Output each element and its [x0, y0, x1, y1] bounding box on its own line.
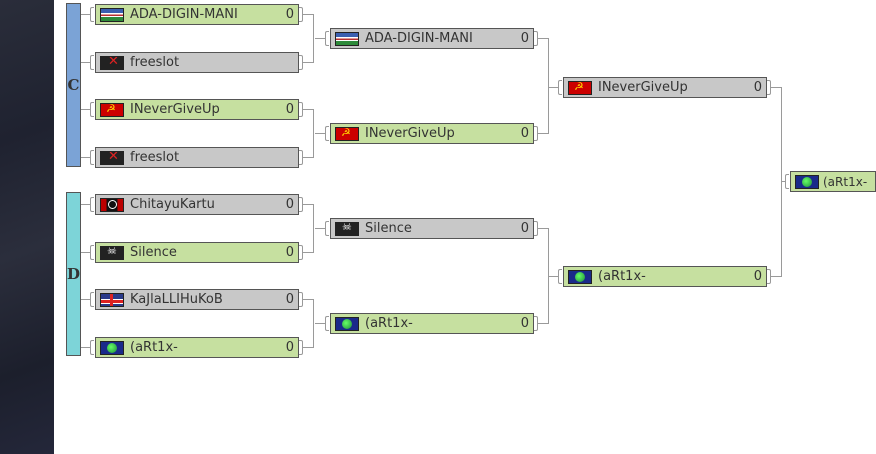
bracket-slot[interactable]: ☭ INeverGiveUp 0: [95, 99, 299, 120]
slot-right-bracket: [534, 126, 538, 141]
kenya-like-flag-icon: [335, 31, 359, 46]
slot-left-bracket: [90, 55, 94, 70]
pirate-flag-icon: ☠: [100, 245, 124, 260]
player-name: (aRt1x-: [598, 269, 646, 284]
player-name: ChitayuKartu: [130, 197, 215, 212]
player-score: 0: [520, 31, 529, 46]
ussr-flag-icon: ☭: [568, 80, 592, 95]
bracket-slot[interactable]: ChitayuKartu 0: [95, 194, 299, 215]
player-score: 0: [285, 7, 294, 22]
slot-left-bracket: [325, 126, 329, 141]
slot-right-bracket: [299, 245, 303, 260]
player-name: Silence: [130, 245, 177, 260]
player-score: 0: [520, 316, 529, 331]
background-image: [0, 0, 54, 454]
player-score: 0: [285, 245, 294, 260]
bracket-slot[interactable]: KaJlaLLIHuKoB 0: [95, 289, 299, 310]
slot-left-bracket: [558, 269, 562, 284]
globe-icon: [795, 174, 819, 189]
player-score: 0: [285, 292, 294, 307]
slot-left-bracket: [90, 292, 94, 307]
slot-right-bracket: [534, 316, 538, 331]
bracket-slot[interactable]: (aRt1x-: [790, 171, 876, 192]
group-d-label: D: [66, 192, 81, 356]
bracket-slot[interactable]: ADA-DIGIN-MANI 0: [95, 4, 299, 25]
slot-right-bracket: [534, 221, 538, 236]
pirate-flag-icon: ☠: [335, 221, 359, 236]
slot-right-bracket: [534, 31, 538, 46]
player-name: INeverGiveUp: [598, 80, 688, 95]
player-score: 0: [285, 197, 294, 212]
bracket-slot[interactable]: (aRt1x- 0: [330, 313, 534, 334]
player-score: 0: [753, 80, 762, 95]
player-score: 0: [753, 269, 762, 284]
bracket-slot[interactable]: ☠ Silence 0: [95, 242, 299, 263]
slot-right-bracket: [299, 340, 303, 355]
slot-left-bracket: [785, 174, 789, 189]
globe-icon: [335, 316, 359, 331]
slot-right-bracket: [767, 269, 771, 284]
bracket-slot[interactable]: ADA-DIGIN-MANI 0: [330, 28, 534, 49]
player-score: 0: [520, 126, 529, 141]
globe-icon: [568, 269, 592, 284]
slot-left-bracket: [325, 221, 329, 236]
slot-right-bracket: [299, 150, 303, 165]
slot-right-bracket: [299, 197, 303, 212]
bracket-slot[interactable]: ✕ freeslot: [95, 52, 299, 73]
slot-left-bracket: [325, 31, 329, 46]
bracket-slot[interactable]: ☭ INeverGiveUp 0: [563, 77, 767, 98]
player-name: freeslot: [130, 55, 180, 70]
player-name: (aRt1x-: [130, 340, 178, 355]
uk-flag-icon: [100, 292, 124, 307]
ussr-flag-icon: ☭: [335, 126, 359, 141]
slot-left-bracket: [90, 102, 94, 117]
red-x-icon: ✕: [100, 55, 124, 70]
slot-left-bracket: [90, 245, 94, 260]
slot-left-bracket: [558, 80, 562, 95]
slot-left-bracket: [90, 340, 94, 355]
player-name: freeslot: [130, 150, 180, 165]
slot-right-bracket: [299, 102, 303, 117]
player-name: INeverGiveUp: [130, 102, 220, 117]
red-x-icon: ✕: [100, 150, 124, 165]
player-name: INeverGiveUp: [365, 126, 455, 141]
kenya-like-flag-icon: [100, 7, 124, 22]
player-name: Silence: [365, 221, 412, 236]
bracket-slot[interactable]: (aRt1x- 0: [563, 266, 767, 287]
player-name: ADA-DIGIN-MANI: [130, 7, 238, 22]
slot-left-bracket: [90, 7, 94, 22]
player-name: (aRt1x-: [365, 316, 413, 331]
red-black-emblem-flag-icon: [100, 197, 124, 212]
slot-right-bracket: [299, 55, 303, 70]
slot-left-bracket: [90, 197, 94, 212]
player-score: 0: [285, 102, 294, 117]
slot-left-bracket: [325, 316, 329, 331]
slot-right-bracket: [299, 7, 303, 22]
bracket-slot[interactable]: (aRt1x- 0: [95, 337, 299, 358]
slot-right-bracket: [299, 292, 303, 307]
player-name: (aRt1x-: [823, 174, 868, 189]
player-name: ADA-DIGIN-MANI: [365, 31, 473, 46]
bracket-slot[interactable]: ✕ freeslot: [95, 147, 299, 168]
slot-right-bracket: [767, 80, 771, 95]
player-score: 0: [520, 221, 529, 236]
group-c-label: C: [66, 3, 81, 167]
player-name: KaJlaLLIHuKoB: [130, 292, 223, 307]
player-score: 0: [285, 340, 294, 355]
ussr-flag-icon: ☭: [100, 102, 124, 117]
globe-icon: [100, 340, 124, 355]
bracket-slot[interactable]: ☭ INeverGiveUp 0: [330, 123, 534, 144]
slot-left-bracket: [90, 150, 94, 165]
bracket-slot[interactable]: ☠ Silence 0: [330, 218, 534, 239]
